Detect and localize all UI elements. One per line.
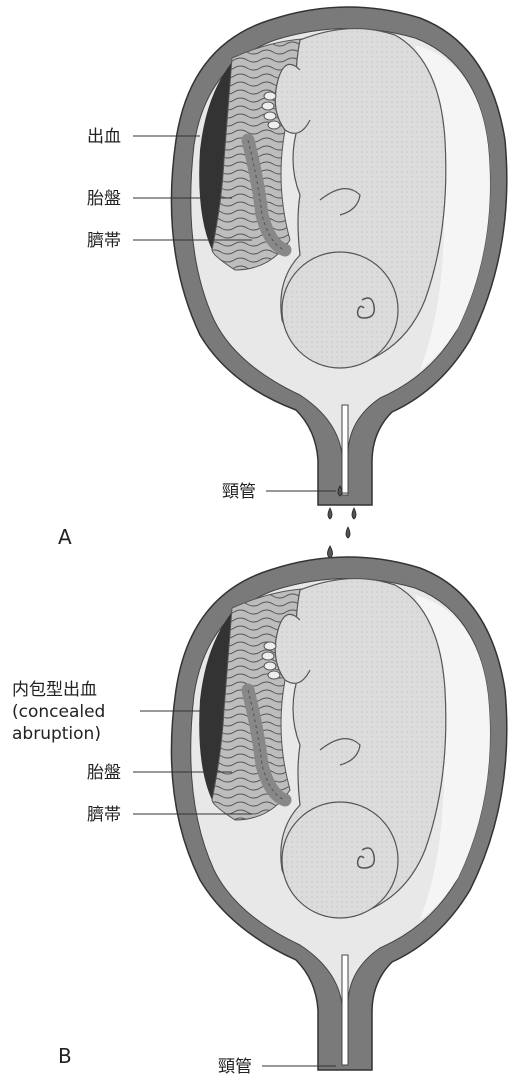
fetus-head-b xyxy=(282,802,398,918)
label-umbilical-cord-b: 臍帯 xyxy=(87,805,121,825)
label-concealed-hemorrhage-b: 内包型出血 xyxy=(12,680,97,700)
fetus-head-a xyxy=(282,252,398,368)
label-cervix-b: 頸管 xyxy=(218,1057,252,1074)
label-concealed-abruption-line2-b: abruption) xyxy=(12,724,101,744)
panel-letter-b: B xyxy=(58,1044,72,1068)
uterus-diagram-b xyxy=(171,557,506,1070)
label-hemorrhage-a: 出血 xyxy=(87,127,121,147)
label-cervix-a: 頸管 xyxy=(222,482,256,502)
panel-letter-a: A xyxy=(58,525,72,549)
label-umbilical-cord-a: 臍帯 xyxy=(87,231,121,251)
uterus-diagram-a xyxy=(171,7,506,558)
label-placenta-a: 胎盤 xyxy=(87,189,121,209)
label-concealed-abruption-line1-b: (concealed xyxy=(12,702,105,722)
label-placenta-b: 胎盤 xyxy=(87,763,121,783)
